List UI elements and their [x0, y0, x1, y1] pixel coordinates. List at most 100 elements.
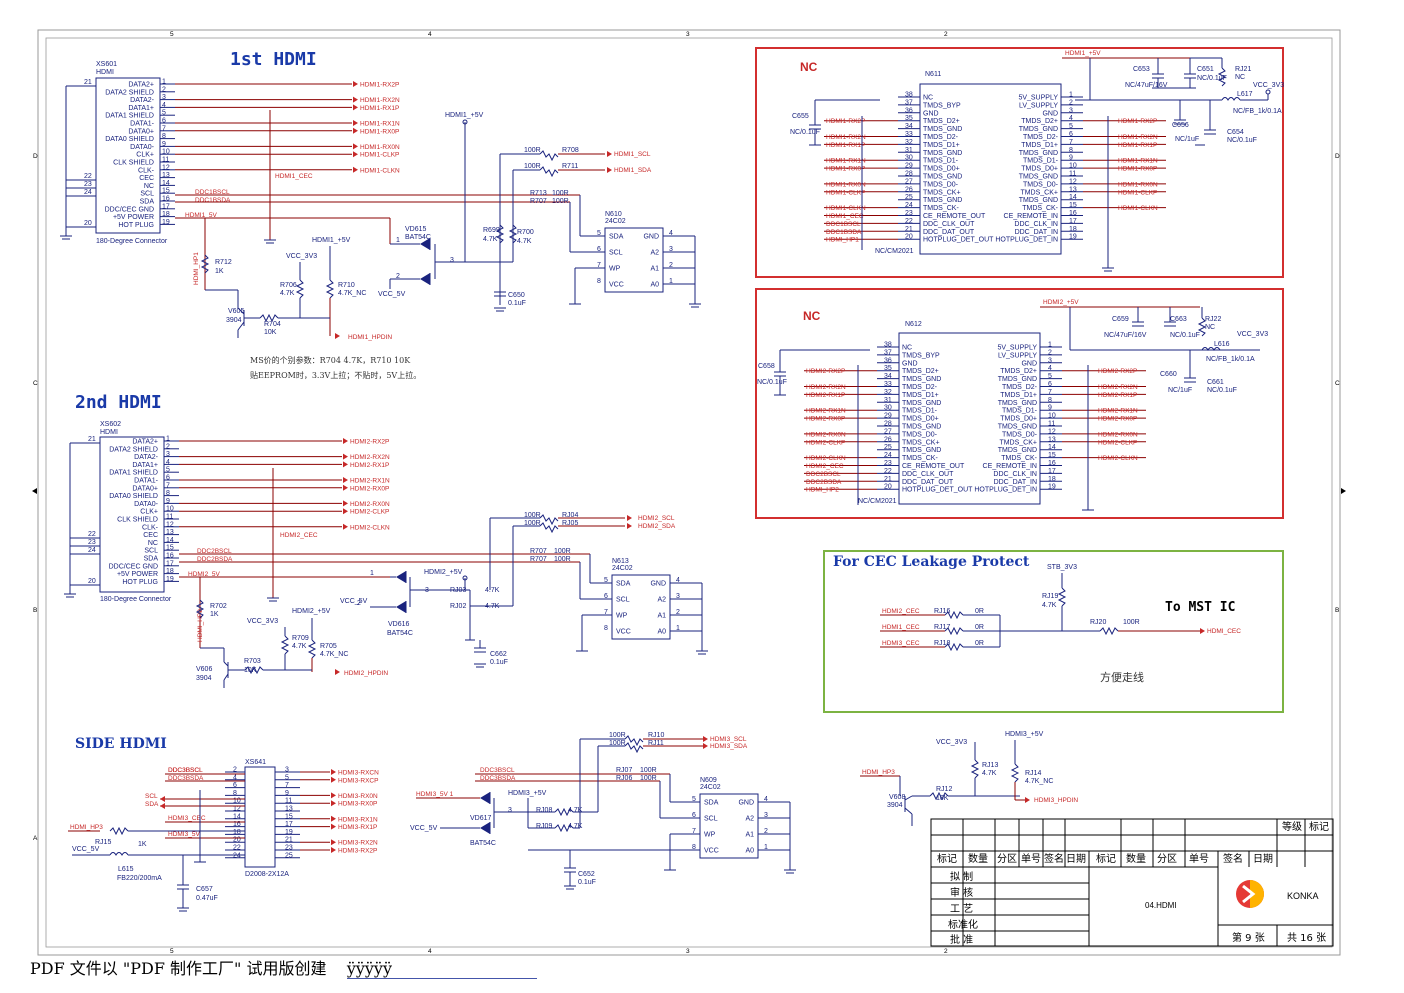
tb-head-cell: 日期 — [1066, 853, 1086, 865]
svg-text:30: 30 — [905, 155, 913, 162]
connector-pin-label: CLK- — [142, 524, 159, 531]
svg-text:HDMI2_+5V: HDMI2_+5V — [1043, 299, 1079, 306]
svg-text:7: 7 — [285, 782, 289, 789]
svg-text:12: 12 — [1048, 428, 1056, 435]
svg-text:32: 32 — [905, 139, 913, 146]
connector-pin-number: 14 — [166, 537, 174, 544]
hdmi2-hp-net: HDMI_HP2 — [197, 609, 204, 642]
hdmi2-ddcsda-net: DDC2BSDA — [197, 556, 233, 563]
svg-text:R713: R713 — [530, 190, 547, 197]
ic-pin-label: TMDS_GND — [1019, 174, 1058, 181]
tb-head-cell: 标记 — [1096, 853, 1116, 865]
hdmi2-ref: XS602 — [100, 421, 121, 428]
svg-text:R710: R710 — [338, 282, 355, 289]
connector-pin-label: CEC — [143, 532, 158, 539]
svg-text:RJ10: RJ10 — [648, 732, 664, 739]
eeprom-pin: GND — [643, 234, 659, 241]
eeprom-pin: A2 — [650, 250, 659, 257]
svg-text:R705: R705 — [320, 643, 337, 650]
svg-text:3: 3 — [1048, 357, 1052, 364]
net-label: DDC1BSCL — [826, 221, 861, 228]
svg-text:FB220/200mA: FB220/200mA — [117, 875, 162, 882]
svg-text:0.47uF: 0.47uF — [196, 895, 218, 902]
net-label: HDMI2-CLKP — [806, 439, 845, 446]
net-label: HDMI1-RX0P — [360, 128, 399, 135]
svg-text:HDMI1_+5V: HDMI1_+5V — [1065, 50, 1101, 57]
svg-text:6: 6 — [597, 246, 601, 253]
tb-head-cell: 标记 — [937, 853, 957, 865]
svg-text:17: 17 — [1069, 218, 1077, 225]
svg-text:100R: 100R — [554, 548, 571, 555]
svg-text:3: 3 — [450, 257, 454, 264]
svg-text:20: 20 — [905, 234, 913, 241]
svg-text:34: 34 — [884, 373, 892, 380]
eeprom-pin: A1 — [745, 832, 754, 839]
side-eeprom-wiring: DDC3BSCL DDC3BSCL DDC3BSDA HDMI3_5V 1 VC… — [168, 732, 705, 890]
ic-pin-label: LV_SUPPLY — [1019, 102, 1058, 109]
svg-text:5: 5 — [597, 230, 601, 237]
ic-pin-label: GND — [1021, 360, 1037, 367]
ic-pin-label: TMDS_CK- — [1022, 205, 1058, 212]
svg-text:3: 3 — [669, 246, 673, 253]
ic-pin-label: TMDS_GND — [923, 126, 962, 133]
connector-pin-number: 17 — [162, 203, 170, 210]
ic-pin-label: TMDS_D1+ — [902, 392, 939, 399]
svg-text:7: 7 — [1069, 139, 1073, 146]
cec-row2-r: RJ17 — [934, 624, 950, 631]
svg-text:NC/1uF: NC/1uF — [1175, 136, 1199, 143]
svg-text:RJ19: RJ19 — [1042, 593, 1058, 600]
ic-pin-label: TMDS_CK- — [923, 205, 959, 212]
net-label: DDC2BSCL — [806, 471, 841, 478]
net-label: HDMI3-RXCP — [338, 777, 378, 784]
svg-text:100R: 100R — [524, 520, 541, 527]
ic-pin-label: TMDS_D2+ — [902, 368, 939, 375]
svg-text:24: 24 — [233, 852, 241, 859]
frame-arrow-right — [1341, 488, 1346, 494]
svg-text:100R: 100R — [609, 732, 626, 739]
svg-text:19: 19 — [1069, 234, 1077, 241]
svg-text:3904: 3904 — [887, 802, 903, 809]
svg-text:NC/47uF/16V: NC/47uF/16V — [1104, 332, 1147, 339]
svg-text:4: 4 — [1069, 115, 1073, 122]
net-label: HDMI1-RX0P — [826, 166, 865, 173]
net-label: HDMI2_CEC — [806, 463, 844, 470]
tb-row-draft: 拟 制 — [950, 870, 973, 883]
svg-text:2: 2 — [396, 273, 400, 280]
connector-pin-number: 7 — [162, 125, 166, 132]
svg-text:26: 26 — [905, 186, 913, 193]
hdmi1-scl-net: HDMI1_SCL — [614, 151, 651, 158]
hdmi1-title: 1st HDMI — [230, 49, 317, 70]
connector-pin-label: CLK+ — [140, 509, 158, 516]
svg-text:RJ11: RJ11 — [648, 740, 664, 747]
svg-text:23: 23 — [88, 539, 96, 546]
eeprom-pin: SDA — [704, 800, 719, 807]
svg-text:20: 20 — [233, 837, 241, 844]
svg-text:100R: 100R — [524, 512, 541, 519]
outer-frame — [37, 29, 1341, 956]
connector-pin-label: DATA0- — [130, 144, 155, 151]
svg-text:VCC_3V3: VCC_3V3 — [936, 739, 967, 746]
connector-pin-label: DATA1+ — [132, 462, 158, 469]
ic-pin-label: 5V_SUPPLY — [1018, 95, 1058, 102]
hdmi2-cec-net: HDMI2_CEC — [280, 532, 318, 539]
svg-text:VD616: VD616 — [388, 621, 410, 628]
svg-text:3904: 3904 — [226, 317, 242, 324]
svg-text:18: 18 — [1048, 476, 1056, 483]
rj20: RJ20 — [1090, 619, 1106, 626]
zone-d-right: D — [1335, 153, 1340, 160]
svg-text:23: 23 — [285, 845, 293, 852]
svg-text:11: 11 — [1048, 421, 1055, 428]
svg-text:VCC_5V: VCC_5V — [72, 846, 100, 853]
ic-pin-label: TMDS_CK+ — [1020, 189, 1058, 196]
eeprom-pin: A0 — [650, 282, 659, 289]
svg-text:28: 28 — [905, 171, 913, 178]
connector-pin-label: CLK SHIELD — [113, 160, 154, 167]
nc1-ic-body — [919, 83, 1062, 255]
ic-pin-label: TMDS_GND — [902, 400, 941, 407]
